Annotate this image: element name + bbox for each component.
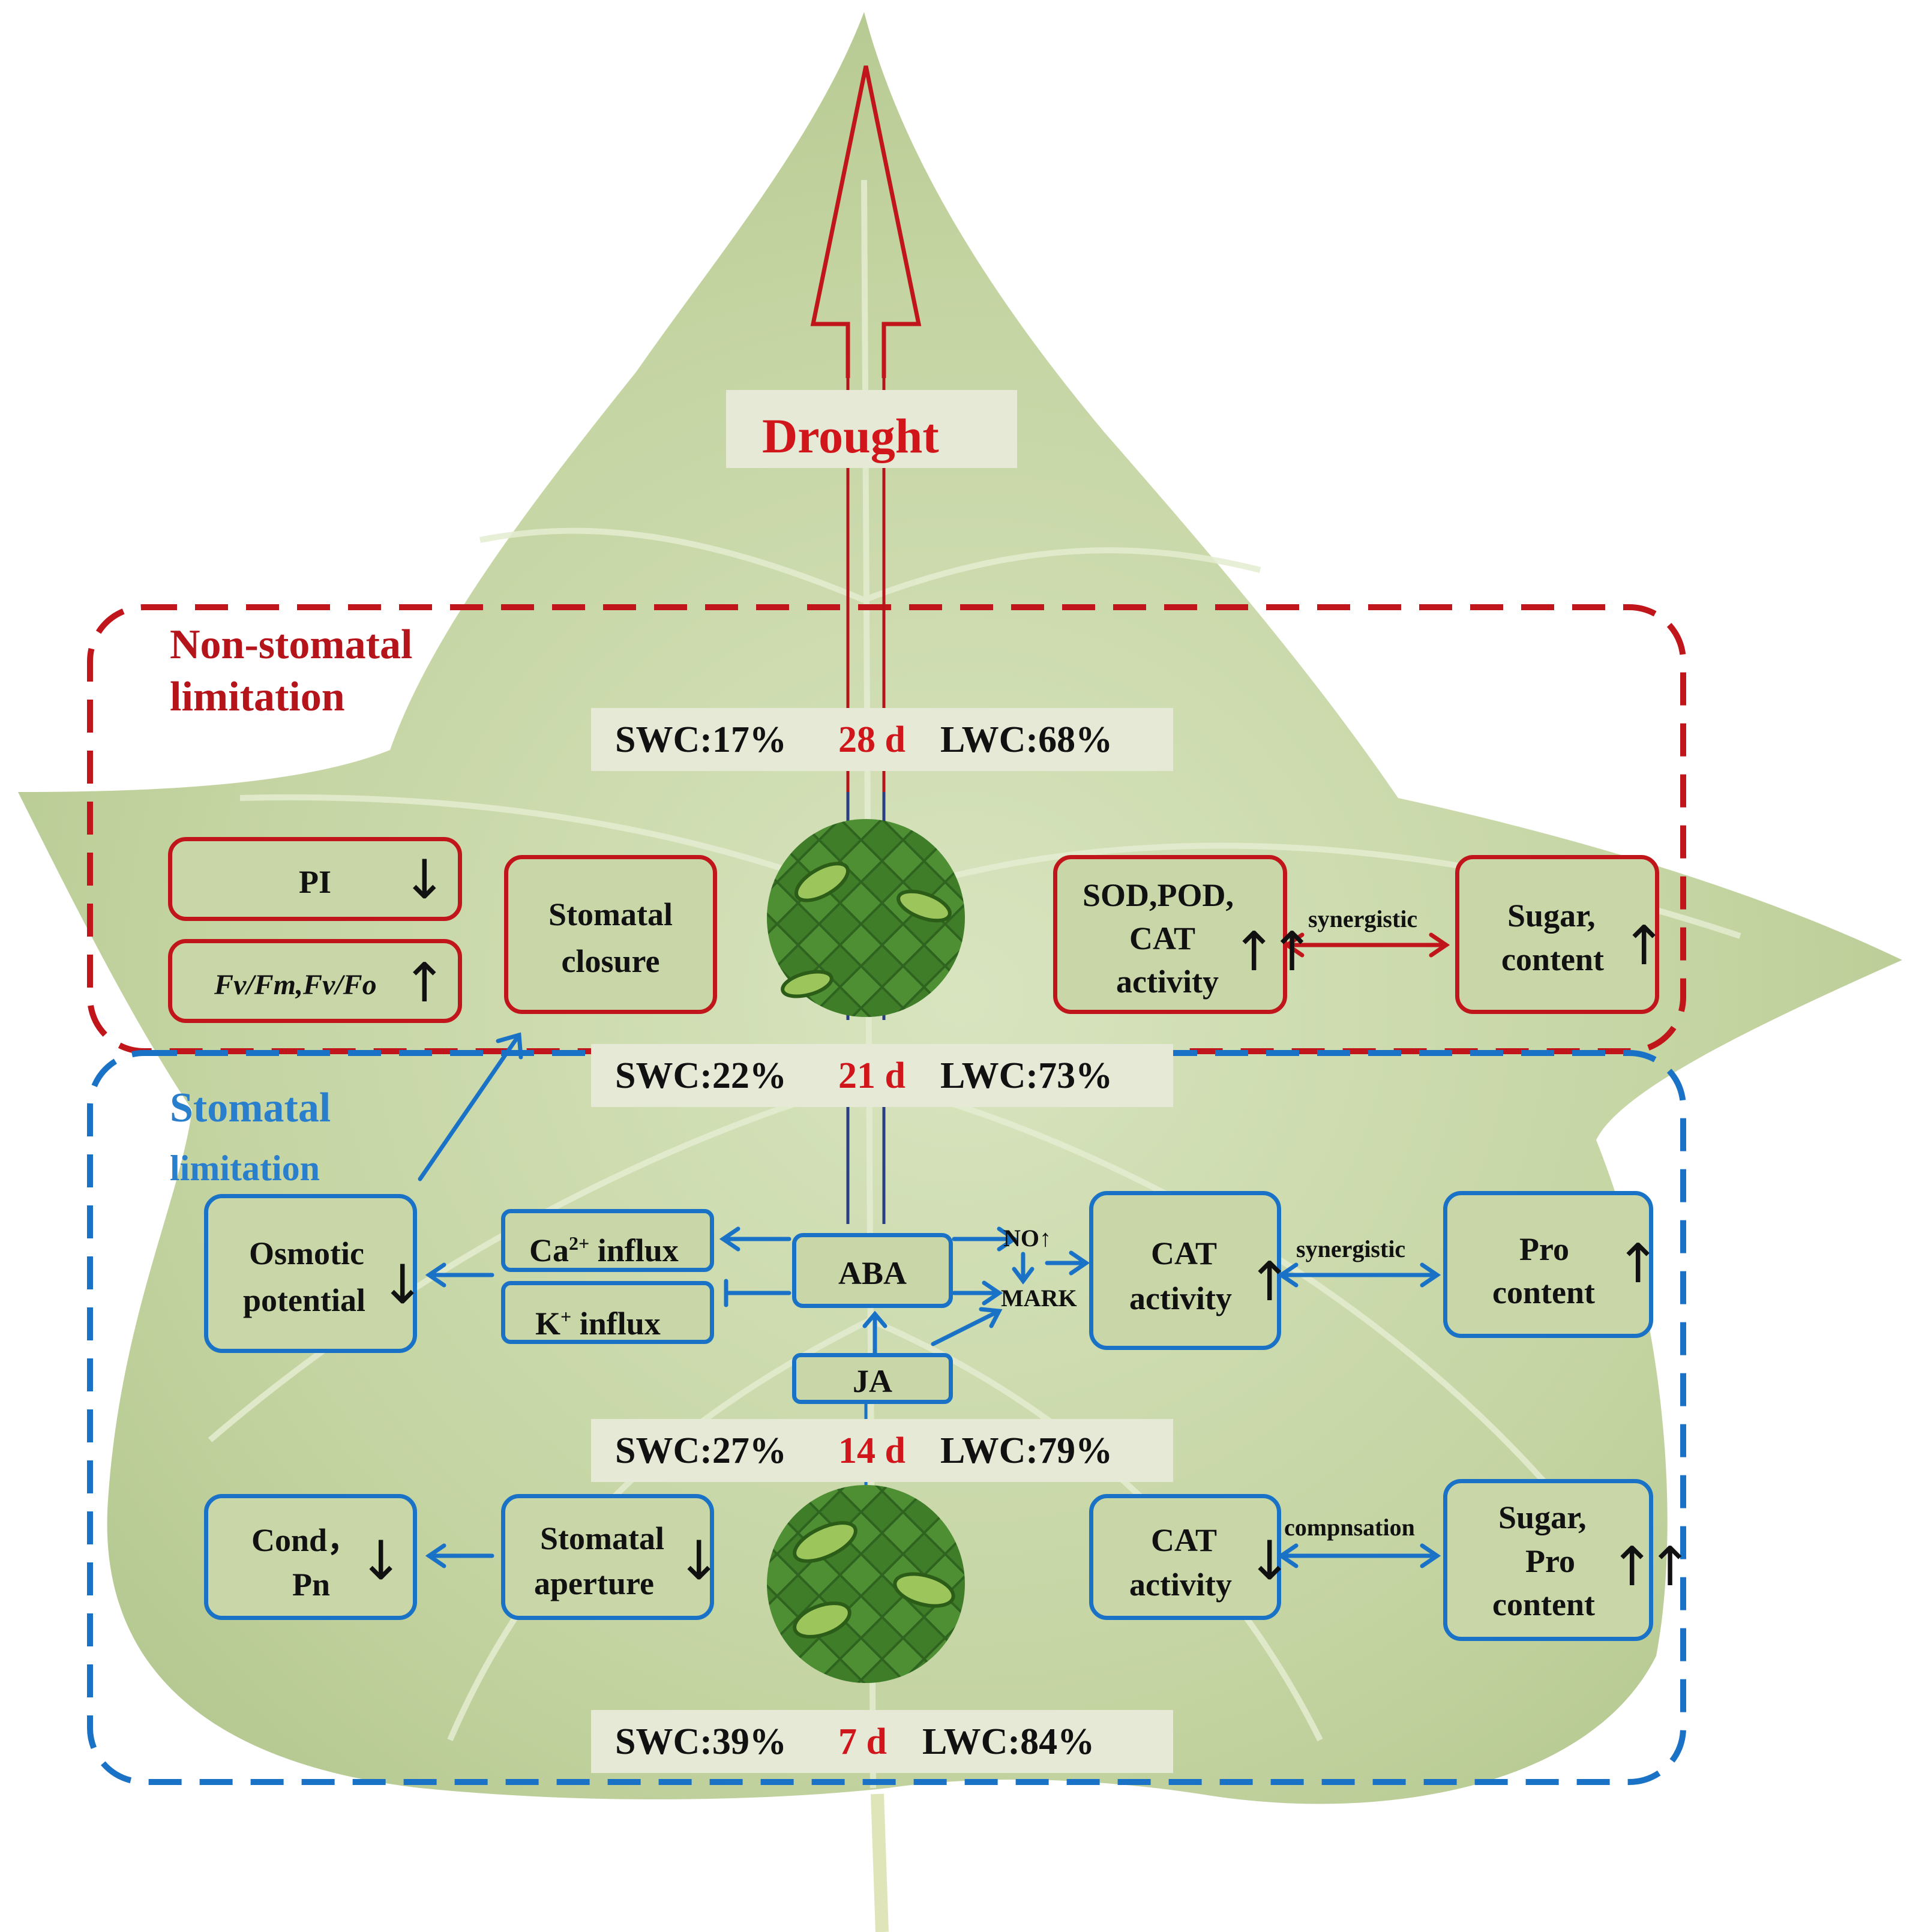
swc-value: SWC:39% — [615, 1721, 787, 1762]
up-arrow-icon: ↑ — [1247, 1250, 1293, 1313]
synergistic-label-top: synergistic — [1308, 905, 1418, 932]
drought-label-bg — [726, 390, 1017, 468]
ca-influx-label: Ca2+ influx — [529, 1232, 679, 1268]
day-value: 21 d — [838, 1055, 905, 1096]
pro-mid-line2: content — [1492, 1274, 1595, 1310]
sod-line3: activity — [1116, 964, 1219, 1000]
cond-line2: Pn — [292, 1567, 331, 1603]
non-stomatal-title-line2: limitation — [170, 674, 345, 720]
fvfm-label: Fv/Fm,Fv/Fo — [214, 969, 377, 1001]
time-band-28d: SWC:17% 28 d LWC:68% — [591, 708, 1173, 771]
cat-mid-line1: CAT — [1151, 1235, 1218, 1271]
day-value: 14 d — [838, 1430, 905, 1471]
sugar-bot-line3: content — [1492, 1586, 1595, 1622]
time-band-21d: SWC:22% 21 d LWC:73% — [591, 1044, 1173, 1107]
k-influx-box: K+ influx — [501, 1281, 714, 1344]
time-band-14d: SWC:27% 14 d LWC:79% — [591, 1419, 1173, 1482]
stomata-image-bottom — [767, 1485, 965, 1683]
down-arrow-icon: ↓ — [676, 1529, 722, 1592]
down-arrow-icon: ↓ — [358, 1529, 404, 1592]
sod-line2: CAT — [1129, 920, 1196, 956]
up-arrow-icon: ↑ — [1615, 1232, 1661, 1295]
stomatal-closure-line2: closure — [561, 943, 660, 979]
non-stomatal-title-line1: Non-stomatal — [170, 622, 413, 668]
mark-signal-label: MARK — [1001, 1285, 1077, 1312]
stomatal-closure-line1: Stomatal — [548, 896, 673, 932]
double-up-arrow-icon: ↑↑ — [1231, 920, 1315, 983]
lwc-value: LWC:73% — [940, 1055, 1113, 1096]
synergistic-label-mid: synergistic — [1296, 1235, 1406, 1262]
day-value: 7 d — [838, 1721, 887, 1762]
drought-arrow — [810, 65, 922, 378]
compensation-label: compnsation — [1284, 1514, 1415, 1541]
stomatal-title-line2: limitation — [170, 1148, 320, 1188]
down-arrow-icon: ↓ — [401, 848, 447, 911]
lwc-value: LWC:84% — [922, 1721, 1095, 1762]
swc-value: SWC:22% — [615, 1055, 787, 1096]
sugar-content-top-box: Sugar, content ↑ — [1455, 855, 1666, 1014]
down-arrow-icon: ↓ — [1247, 1529, 1293, 1592]
pro-mid-line1: Pro — [1519, 1231, 1569, 1267]
stomata-image-top — [767, 819, 965, 1017]
aperture-line2: aperture — [534, 1565, 654, 1601]
sod-pod-cat-box: SOD,POD, CAT activity ↑↑ — [1053, 855, 1315, 1014]
cat-mid-line2: activity — [1129, 1280, 1232, 1316]
cat-bot-line2: activity — [1129, 1567, 1232, 1603]
cat-activity-bottom-box: CAT activity ↓ — [1089, 1494, 1292, 1620]
lwc-value: LWC:68% — [940, 719, 1113, 760]
cat-bot-line1: CAT — [1151, 1522, 1218, 1558]
sugar-top-line2: content — [1501, 941, 1604, 977]
day-value: 28 d — [838, 719, 905, 760]
osmotic-potential-box: Osmotic potential ↓ — [204, 1194, 425, 1353]
aba-box: ABA — [792, 1233, 953, 1308]
pi-box: PI ↓ — [168, 837, 462, 921]
stomatal-closure-box: Stomatal closure — [504, 855, 717, 1014]
ca-influx-box: Ca2+ influx — [501, 1209, 714, 1272]
cat-activity-mid-box: CAT activity ↑ — [1089, 1191, 1292, 1350]
k-influx-label: K+ influx — [535, 1306, 661, 1342]
pro-content-mid-box: Pro content ↑ — [1443, 1191, 1660, 1338]
stomatal-title-line1: Stomatal — [170, 1085, 331, 1131]
sod-line1: SOD,POD, — [1083, 877, 1234, 913]
cond-pn-box: Cond， Pn ↓ — [204, 1494, 417, 1620]
aba-label: ABA — [838, 1255, 907, 1291]
sugar-bot-line2: Pro — [1525, 1543, 1575, 1579]
lwc-value: LWC:79% — [940, 1430, 1113, 1471]
ja-label: JA — [853, 1363, 892, 1399]
cond-line1: Cond， — [251, 1522, 360, 1558]
down-arrow-icon: ↓ — [380, 1253, 425, 1316]
swc-value: SWC:17% — [615, 719, 787, 760]
sugar-bot-line1: Sugar, — [1498, 1499, 1587, 1535]
up-arrow-icon: ↑ — [401, 952, 447, 1015]
drought-label: Drought — [762, 409, 939, 463]
sugar-top-line1: Sugar, — [1507, 898, 1596, 934]
swc-value: SWC:27% — [615, 1430, 787, 1471]
osmotic-line1: Osmotic — [249, 1235, 364, 1271]
no-signal-label: NO↑ — [1003, 1225, 1051, 1252]
up-arrow-icon: ↑ — [1621, 914, 1667, 977]
sugar-pro-content-bottom-box: Sugar, Pro content ↑↑ — [1443, 1479, 1693, 1641]
ja-box: JA — [792, 1353, 953, 1404]
fvfm-box: Fv/Fm,Fv/Fo ↑ — [168, 939, 462, 1023]
double-up-arrow-icon: ↑↑ — [1609, 1535, 1693, 1598]
time-band-7d: SWC:39% 7 d LWC:84% — [591, 1710, 1173, 1773]
aperture-line1: Stomatal — [540, 1520, 664, 1556]
stomatal-aperture-box: Stomatal aperture ↓ — [501, 1494, 721, 1620]
pi-label: PI — [299, 864, 331, 900]
osmotic-line2: potential — [243, 1282, 366, 1318]
